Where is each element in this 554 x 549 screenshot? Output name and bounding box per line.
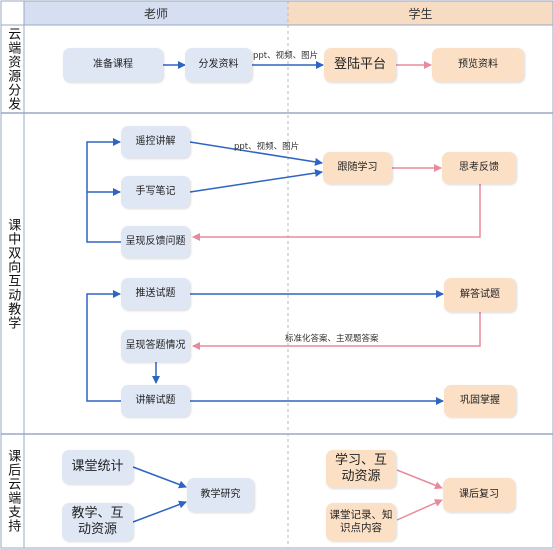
arrow-lecture-to-follow <box>189 141 323 166</box>
node-class-records: 课堂记录、知识点内容 <box>326 503 396 541</box>
edge-label-lecture-to-follow: ppt、视频、图片 <box>234 142 300 152</box>
node-follow-learning: 跟随学习 <box>323 152 392 184</box>
student-column-header: 学生 <box>408 6 433 21</box>
node-present-answers: 呈现答题情况 <box>121 330 190 362</box>
arrow-explain-loop-to-push <box>86 290 121 402</box>
node-consolidate: 巩固掌握 <box>444 385 516 417</box>
node-think-feedback: 思考反馈 <box>442 152 516 184</box>
section-label-in-class: 课中双向互动教学 <box>5 217 21 330</box>
student-header-band <box>288 1 553 25</box>
node-answer-quiz: 解答试题 <box>444 278 516 312</box>
node-explain-quiz: 讲解试题 <box>121 385 190 417</box>
arrow-answer-to-present-answers <box>192 312 481 350</box>
node-present-feedback: 呈现反馈问题 <box>121 226 190 258</box>
section-label-after-class: 课后云端支持 <box>5 449 21 533</box>
teacher-column-header: 老师 <box>143 6 168 21</box>
node-push-quiz: 推送试题 <box>121 278 190 310</box>
node-handwritten-notes: 手写笔记 <box>121 176 190 208</box>
node-teaching-research: 教学研究 <box>187 478 254 512</box>
node-study-resources: 学习、互动资源 <box>326 450 396 488</box>
section-label-cloud-distribute: 云端资源分发 <box>5 27 21 111</box>
node-preview-material: 预览资料 <box>432 48 524 82</box>
node-teaching-resources: 教学、互动资源 <box>62 503 133 541</box>
node-remote-lecture: 遥控讲解 <box>121 126 190 158</box>
arrow-study-to-review <box>396 469 443 490</box>
edge-label-distribute-to-login: ppt、视频、图片 <box>253 51 319 61</box>
node-review: 课后复习 <box>443 478 515 512</box>
arrow-resources-to-research <box>132 500 187 523</box>
arrow-notes-to-follow <box>189 169 323 193</box>
arrow-stats-to-research <box>132 466 187 489</box>
teacher-header-band <box>24 1 288 25</box>
node-login-platform: 登陆平台 <box>324 48 396 82</box>
arrow-think-to-present-feedback <box>192 183 481 241</box>
arrow-records-to-review <box>396 499 443 521</box>
node-class-statistics: 课堂统计 <box>62 450 133 484</box>
edge-label-answers-to-present: 标准化答案、主观题答案 <box>285 334 379 344</box>
node-distribute-material: 分发资料 <box>185 48 252 82</box>
node-prepare-course: 准备课程 <box>63 48 163 82</box>
